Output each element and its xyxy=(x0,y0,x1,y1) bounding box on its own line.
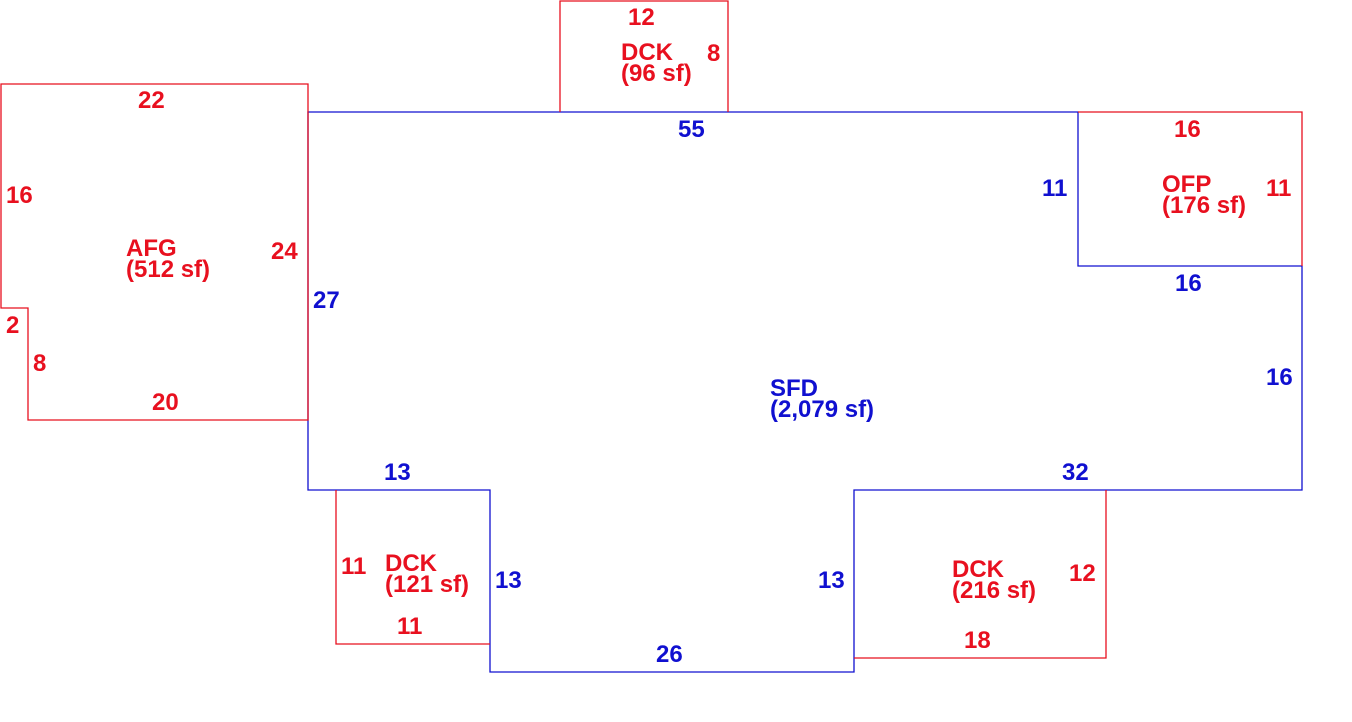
dck-right-dim-bottom: 18 xyxy=(964,627,991,654)
sfd-dim-right-upper: 11 xyxy=(1042,175,1067,202)
sfd-dim-step-right: 32 xyxy=(1062,459,1089,486)
sfd-code-label: SFD xyxy=(770,375,818,402)
dck-top-dim-top: 12 xyxy=(628,4,655,31)
dck-left-dim-bottom: 11 xyxy=(397,613,422,640)
sfd-dim-inner-right: 13 xyxy=(818,567,845,594)
afg-dim-left: 16 xyxy=(6,182,33,209)
sfd-dim-bottom: 26 xyxy=(656,641,683,668)
afg-dim-right: 24 xyxy=(271,238,298,265)
sfd-dim-inner-left: 13 xyxy=(495,567,522,594)
afg-outline xyxy=(0,83,309,421)
dck-top-area-label: (96 sf) xyxy=(621,60,692,87)
dck-top-dim-right: 8 xyxy=(707,40,720,67)
dck-left-area-label: (121 sf) xyxy=(385,571,469,598)
dck-left-dim-left: 11 xyxy=(341,553,366,580)
ofp-outline xyxy=(1078,111,1303,266)
afg-dim-jog: 2 xyxy=(6,312,19,339)
sfd-dim-top: 55 xyxy=(678,116,705,143)
dck-right-code-label: DCK xyxy=(952,556,1005,583)
sfd-area-label: (2,079 sf) xyxy=(770,396,874,423)
afg-area-label: (512 sf) xyxy=(126,256,210,283)
ofp-dim-top: 16 xyxy=(1174,116,1201,143)
ofp-dim-right: 11 xyxy=(1266,175,1291,202)
ofp-area-label: (176 sf) xyxy=(1162,192,1246,219)
dck-left-code-label: DCK xyxy=(385,550,438,577)
dck-right-outline xyxy=(854,490,1107,659)
dck-right-area-label: (216 sf) xyxy=(952,577,1036,604)
sfd-outline xyxy=(307,111,1303,673)
ofp-code-label: OFP xyxy=(1162,171,1211,198)
afg-dim-top: 22 xyxy=(138,87,165,114)
afg-dim-lower-left: 8 xyxy=(33,350,46,377)
dck-right-dim-right: 12 xyxy=(1069,560,1096,587)
afg-code-label: AFG xyxy=(126,235,177,262)
dck-top-outline xyxy=(559,0,729,112)
sfd-dim-notch-bottom: 16 xyxy=(1175,270,1202,297)
sfd-dim-left: 27 xyxy=(313,287,340,314)
dck-left-outline xyxy=(335,490,490,645)
sfd-dim-right: 16 xyxy=(1266,364,1293,391)
afg-dim-bottom: 20 xyxy=(152,389,179,416)
dck-top-code-label: DCK xyxy=(621,39,674,66)
sfd-dim-step-left: 13 xyxy=(384,459,411,486)
